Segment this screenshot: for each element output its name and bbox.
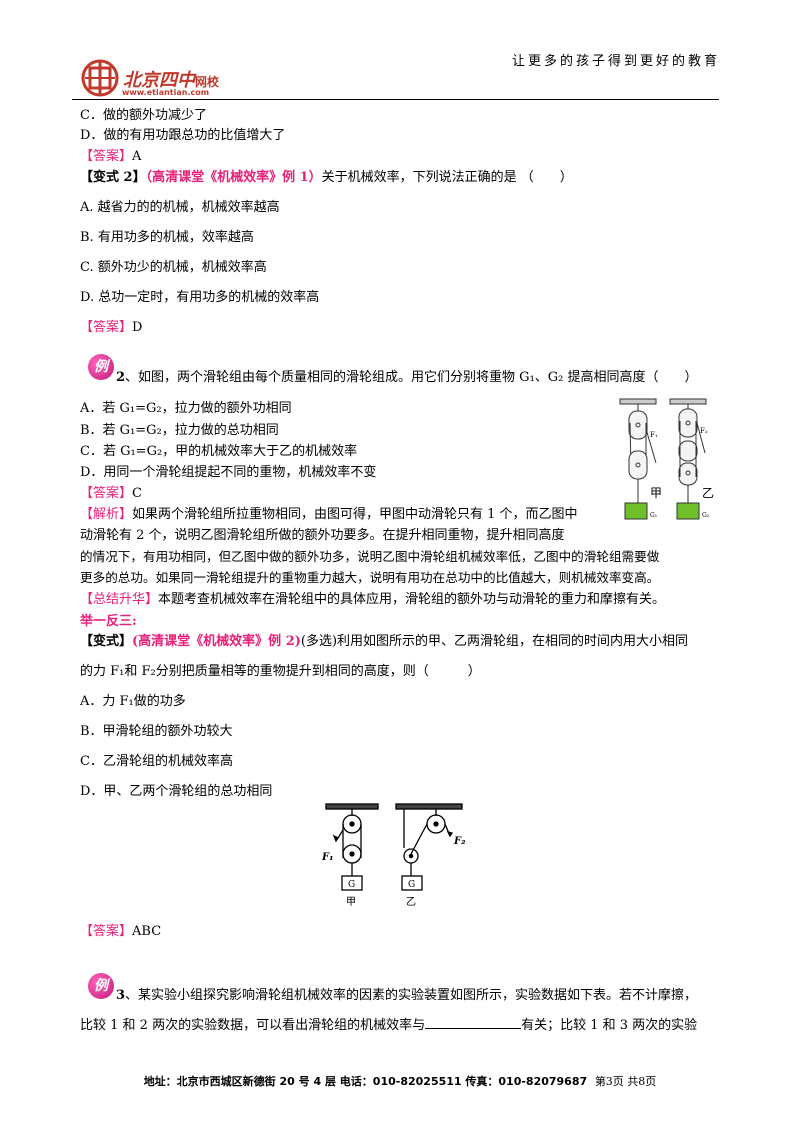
example3-line-2: 比较 1 和 2 两次的实验数据，可以看出滑轮组的机械效率与 有关；比较 1 和 …: [80, 1014, 697, 1033]
fill-blank[interactable]: [425, 1017, 522, 1029]
example3-text-a: 比较 1 和 2 两次的实验数据，可以看出滑轮组的机械效率与: [80, 1018, 426, 1033]
example3-text: 、某实验小组探究影响滑轮组机械效率的因素的实验装置如图所示，实验数据如下表。若不…: [125, 988, 698, 1003]
footer: 地址：北京市西城区新德街 20 号 4 层 电话：010-82025511 传真…: [0, 1073, 800, 1089]
practice-stem-1: 【变式】(高清课堂《机械效率》例 2)(多选)利用如图所示的甲、乙两滑轮组，在相…: [80, 630, 688, 649]
label-jia: 甲: [346, 897, 356, 908]
logo-text: 北京四中网校: [123, 70, 220, 91]
answer-value: ABC: [132, 924, 162, 939]
summary-text: 本题考查机械效率在滑轮组中的具体应用，滑轮组的额外功与动滑轮的重力和摩擦有关。: [158, 592, 666, 607]
option-d: D．做的有用功跟总功的比值增大了: [80, 128, 286, 143]
analysis-line-2: 动滑轮有 2 个，说明乙图滑轮组所做的额外功要多。在提升相同重物，提升相同高度: [80, 528, 565, 543]
analysis-line-3: 的情况下，有用功相同，但乙图中做的额外功多，说明乙图中滑轮组机械效率低，乙图中的…: [80, 549, 660, 564]
weight-g1: [624, 502, 648, 520]
variant2-option-b: B. 有用功多的机械，效率越高: [80, 230, 254, 245]
example3-text-b: 有关；比较 1 和 3 两次的实验: [521, 1018, 698, 1033]
variant2-option-c: C. 额外功少的机械，机械效率高: [80, 260, 267, 275]
answer-value: A: [132, 149, 142, 164]
analysis-line-1: 【解析】如果两个滑轮组所拉重物相同，由图可得，甲图中动滑轮只有 1 个，而乙图中: [80, 503, 578, 522]
example2-option-d: D．用同一个滑轮组提起不同的重物，机械效率不变: [80, 465, 377, 480]
answer-line: 【答案】A: [80, 145, 141, 164]
practice-label: 【变式】: [80, 634, 133, 649]
logo-emblem-icon: [81, 59, 119, 97]
example2-stem: 2、如图，两个滑轮组由每个质量相同的滑轮组成。用它们分别将重物 G₁、G₂ 提高…: [116, 366, 698, 385]
variant2-option-d: D. 总功一定时，有用功多的机械的效率高: [80, 290, 320, 305]
label-g1: G₁: [650, 512, 657, 519]
variant-source: （高清课堂《机械效率》例 1）: [145, 170, 322, 185]
practice-source: (高清课堂《机械效率》例 2): [132, 634, 301, 649]
variant-question: 关于机械效率，下列说法正确的是 （ ）: [321, 170, 573, 185]
practice-option-a: A．力 F₁做的功多: [80, 694, 186, 709]
example-number: 3: [116, 988, 126, 1003]
label-yi: 乙: [702, 486, 714, 500]
option-c: C．做的额外功减少了: [80, 108, 207, 123]
analysis-line-4: 更多的总功。如果同一滑轮组提升的重物重力越大，说明有用功在总功中的比值越大，则机…: [80, 570, 660, 585]
weight-g2: [676, 502, 700, 520]
practice-title: 举一反三:: [80, 614, 137, 629]
footer-address: 地址：北京市西城区新德街 20 号 4 层 电话：010-82025511 传真…: [143, 1075, 588, 1088]
force-label-f1: F₁: [321, 852, 333, 863]
pulley-figure-2: F₁ F₂ G G 甲 乙: [321, 803, 466, 908]
practice-option-b: B．甲滑轮组的额外功较大: [80, 724, 233, 739]
variant2-option-a: A. 越省力的的机械，机械效率越高: [80, 200, 280, 215]
answer-tag: 【答案】: [80, 924, 133, 939]
header-slogan: 让更多的孩子得到更好的教育: [511, 54, 720, 69]
practice-option-d: D．甲、乙两个滑轮组的总功相同: [80, 784, 273, 799]
logo-url: www.etiantian.com: [122, 88, 210, 97]
practice-text: (多选)利用如图所示的甲、乙两滑轮组，在相同的时间内用大小相同: [300, 634, 689, 649]
example-badge: 例: [88, 354, 114, 380]
label-g2: G₂: [702, 512, 710, 519]
answer-value: D: [132, 320, 143, 335]
label-jia: 甲: [650, 486, 662, 500]
example-badge: 例: [88, 973, 114, 999]
footer-page: 第3页 共8页: [594, 1075, 657, 1088]
label-g-left: G: [348, 880, 355, 890]
example-question: 、如图，两个滑轮组由每个质量相同的滑轮组成。用它们分别将重物 G₁、G₂ 提高相…: [125, 370, 698, 385]
practice-option-c: C．乙滑轮组的机械效率高: [80, 754, 233, 769]
force-label-f2: F₂: [700, 427, 708, 435]
answer-value: C: [132, 486, 142, 501]
variant2-answer: 【答案】D: [80, 316, 142, 335]
answer-tag: 【答案】: [80, 320, 133, 335]
variant2-stem: 【变式 2】（高清课堂《机械效率》例 1）关于机械效率，下列说法正确的是 （ ）: [80, 166, 573, 185]
practice-stem-2: 的力 F₁和 F₂分别把质量相等的重物提升到相同的高度，则（ ）: [80, 664, 481, 679]
summary-line: 【总结升华】本题考查机械效率在滑轮组中的具体应用，滑轮组的额外功与动滑轮的重力和…: [80, 588, 665, 607]
variant-label: 【变式 2】: [80, 170, 146, 185]
answer-tag: 【答案】: [80, 149, 133, 164]
practice-answer: 【答案】ABC: [80, 920, 161, 939]
analysis-tag: 【解析】: [80, 507, 133, 522]
example2-option-b: B．若 G₁=G₂，拉力做的总功相同: [80, 423, 279, 438]
analysis-text: 如果两个滑轮组所拉重物相同，由图可得，甲图中动滑轮只有 1 个，而乙图中: [132, 507, 578, 522]
header-divider: [72, 99, 719, 100]
example2-option-c: C．若 G₁=G₂，甲的机械效率大于乙的机械效率: [80, 444, 358, 459]
answer-tag: 【答案】: [80, 486, 133, 501]
force-label-f1: F₁: [650, 431, 658, 439]
example2-answer: 【答案】C: [80, 482, 142, 501]
pulley-figure-1: F₁ F₂ 甲 乙 G₁ G₂: [619, 398, 714, 520]
force-label-f2: F₂: [453, 836, 466, 847]
example2-option-a: A．若 G₁=G₂，拉力做的额外功相同: [80, 401, 292, 416]
example3-line-1: 3、某实验小组探究影响滑轮组机械效率的因素的实验装置如图所示，实验数据如下表。若…: [116, 984, 697, 1003]
summary-tag: 【总结升华】: [80, 592, 159, 607]
example-number: 2: [116, 370, 126, 385]
label-yi: 乙: [406, 896, 416, 908]
label-g-right: G: [408, 880, 415, 890]
